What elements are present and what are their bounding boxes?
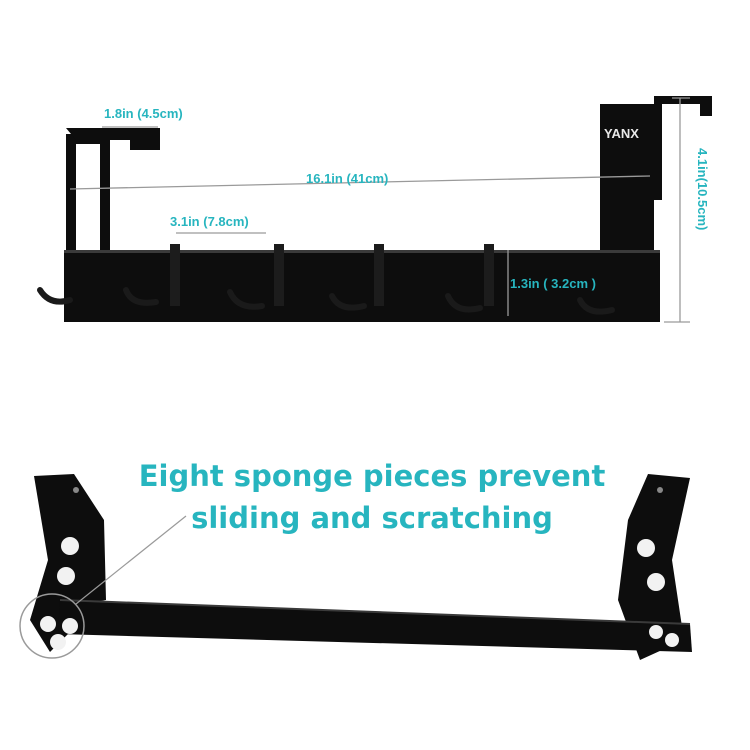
caption-line-1: Eight sponge pieces prevent [139, 459, 606, 493]
hook [329, 293, 367, 311]
hook-depth-label: 1.8in (4.5cm) [104, 106, 183, 121]
sponge-pad [649, 625, 663, 639]
back-main-bar [58, 600, 692, 652]
screw [657, 487, 663, 493]
hook [577, 297, 615, 315]
left-back-bracket [30, 474, 106, 652]
total-length-line [69, 175, 651, 190]
hook [123, 287, 159, 306]
hook [445, 293, 483, 313]
bar-top-edge [64, 250, 660, 253]
screw [73, 487, 79, 493]
front-main-bar [64, 250, 660, 322]
back-view-rack [30, 474, 692, 660]
sponge-pad [637, 539, 655, 557]
right-top-hook [654, 96, 712, 200]
hook-tab [170, 244, 180, 306]
brand-logo: YANX [604, 126, 639, 141]
sponge-callout [19, 515, 187, 659]
hook-tab [274, 244, 284, 306]
sponge-pad [40, 616, 56, 632]
hook [227, 289, 265, 310]
total-length-label: 16.1in (41cm) [306, 171, 388, 186]
sponge-pad [50, 634, 66, 650]
back-bar-edge [59, 599, 691, 625]
sponge-pad [665, 633, 679, 647]
left-door-bracket [66, 134, 110, 250]
left-top-hook [66, 128, 160, 150]
caption-line-2: sliding and scratching [191, 501, 553, 535]
bar-height-label: 1.3in ( 3.2cm ) [510, 276, 596, 291]
dimension-lines [69, 97, 690, 323]
sponge-pad [62, 618, 78, 634]
hook-spacing-label: 3.1in (7.8cm) [170, 214, 249, 229]
hook [37, 287, 73, 305]
hook-tab [374, 244, 384, 306]
sponge-pad [647, 573, 665, 591]
magnifier-circle [19, 593, 85, 659]
right-back-bracket [618, 474, 690, 660]
right-door-bracket [600, 104, 654, 254]
hook-tab [484, 244, 494, 306]
callout-pointer [75, 515, 187, 605]
total-height-label: 4.1in(10.5cm) [695, 148, 710, 230]
sponge-pad [61, 537, 79, 555]
sponge-pad [57, 567, 75, 585]
front-view-rack: YANX [37, 96, 712, 322]
